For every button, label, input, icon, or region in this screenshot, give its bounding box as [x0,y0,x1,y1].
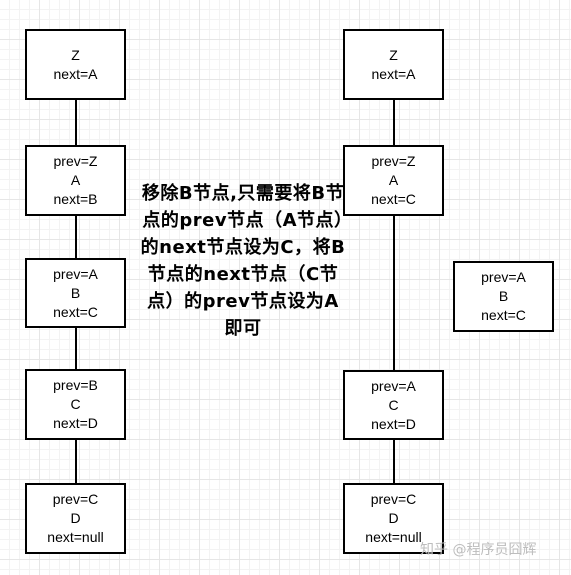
node-line: prev=Z [53,153,98,169]
right-node-c: prev=A C next=D [343,370,444,440]
right-node-a: prev=Z A next=C [343,145,444,216]
left-connector-4 [75,439,77,484]
node-line: next=null [365,529,422,545]
node-line: prev=A [371,377,416,394]
node-line: Z [389,46,398,63]
node-line: prev=C [370,491,417,507]
left-connector-3 [75,327,77,370]
node-line: next=D [371,415,416,432]
node-line: prev=A [53,265,98,282]
node-line: next=A [53,65,98,82]
node-line: prev=C [52,491,99,507]
node-line: D [70,510,81,526]
node-line: B [498,288,509,304]
left-node-z: Z next=A [25,29,126,100]
node-line: A [70,172,81,188]
node-line: C [70,396,81,412]
watermark: 知乎 @程序员囧辉 [420,542,537,558]
node-line: next=C [53,303,98,320]
node-line: prev=B [53,377,98,393]
removed-node-b: prev=A B next=C [453,261,554,332]
node-line: next=C [371,191,416,207]
left-connector-2 [75,215,77,259]
node-line: next=D [53,415,98,431]
right-connector-1 [393,99,395,146]
right-connector-3 [393,439,395,484]
node-line: A [388,172,399,188]
node-line: prev=Z [371,153,416,169]
node-line: next=C [481,307,526,323]
left-node-b: prev=A B next=C [25,258,126,328]
left-node-a: prev=Z A next=B [25,145,126,216]
right-node-z: Z next=A [343,29,444,100]
left-node-c: prev=B C next=D [25,369,126,440]
node-line: C [388,396,399,413]
node-line: next=B [53,191,98,207]
node-line: prev=A [481,269,526,285]
right-connector-2 [393,215,395,371]
left-node-d: prev=C D next=null [25,483,126,554]
node-line: B [70,284,81,301]
right-node-d: prev=C D next=null [343,483,444,554]
node-line: next=A [371,65,416,82]
node-line: D [388,510,399,526]
diagram-caption: 移除B节点,只需要将B节点的prev节点（A节点）的next节点设为C，将B节点… [140,183,346,339]
node-line: next=null [47,529,104,545]
node-line: Z [71,46,80,63]
left-connector-1 [75,99,77,146]
